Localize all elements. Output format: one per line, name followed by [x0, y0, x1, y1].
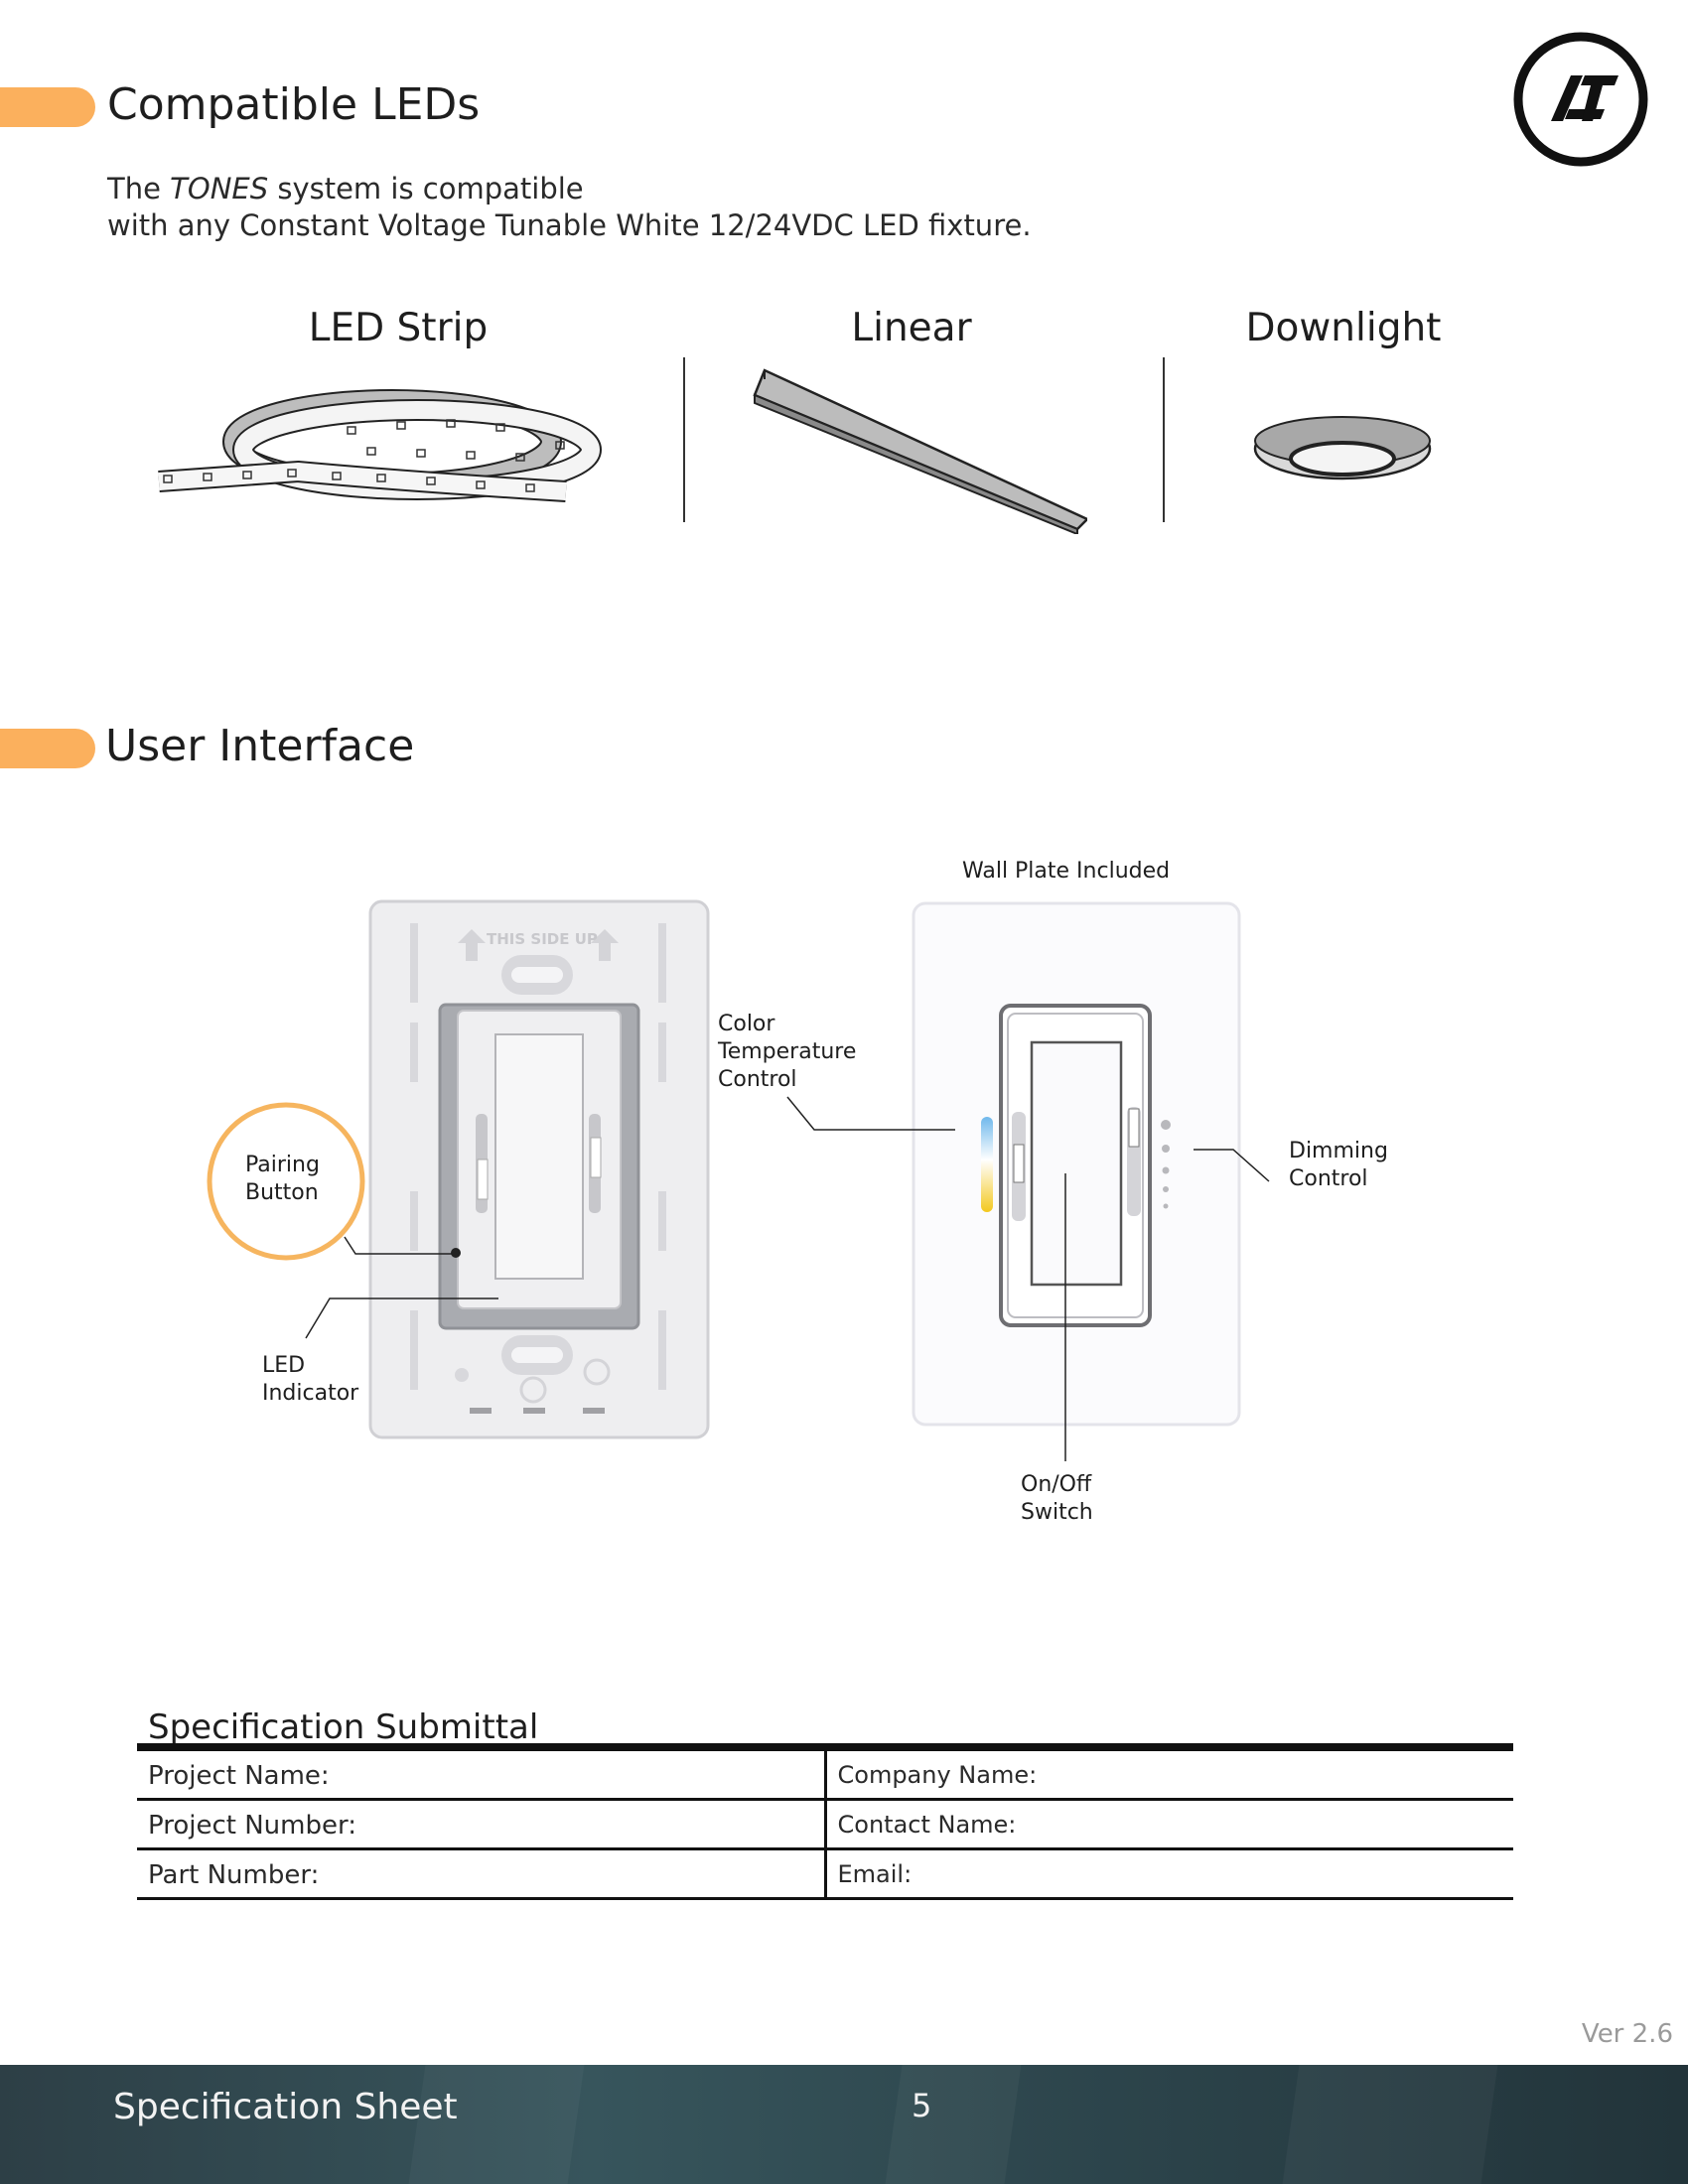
table-row: Part Number: Email:: [137, 1850, 1513, 1900]
footer-stripe: [1282, 2065, 1498, 2184]
callout-on-off-switch: On/Off Switch: [1021, 1471, 1093, 1527]
page-number: 5: [912, 2087, 932, 2124]
fixture-label-downlight: Downlight: [1245, 306, 1442, 350]
intro-text: The TONES system is compatible with any …: [107, 171, 1032, 244]
brand-logo: [1513, 32, 1648, 167]
callout-line: Dimming: [1289, 1139, 1388, 1163]
version-label: Ver 2.6: [1581, 2019, 1673, 2049]
wall-plate-label: Wall Plate Included: [962, 859, 1171, 884]
spec-cell-part-number: Part Number:: [137, 1850, 827, 1897]
table-row: Project Number: Contact Name:: [137, 1801, 1513, 1850]
callout-led-indicator: LED Indicator: [262, 1352, 358, 1408]
callout-color-temperature: Color Temperature Control: [718, 1011, 856, 1094]
callout-lines: [207, 1096, 1270, 1461]
intro-italic: TONES: [170, 172, 269, 205]
spec-title: Specification Submittal: [148, 1707, 539, 1747]
section-accent-bar: [0, 87, 95, 127]
intro-part1: The: [107, 172, 171, 205]
downlight-icon: [1253, 416, 1432, 480]
page-footer: Specification Sheet 5: [0, 2065, 1688, 2184]
callout-line: Button: [245, 1180, 319, 1205]
device-back-view: [368, 899, 710, 1439]
table-row: Project Name: Company Name:: [137, 1751, 1513, 1801]
spec-top-rule: [137, 1743, 1513, 1751]
footer-title: Specification Sheet: [113, 2087, 458, 2127]
linear-fixture-icon: [753, 368, 1087, 534]
section-title-user-interface: User Interface: [105, 721, 415, 771]
fixture-label-led-strip: LED Strip: [308, 306, 489, 350]
spec-cell-email: Email:: [837, 1860, 913, 1888]
section-title-compatible: Compatible LEDs: [107, 79, 481, 130]
device-orientation-label: THIS SIDE UP: [487, 930, 598, 948]
fixture-divider: [1163, 357, 1165, 522]
callout-line: Control: [718, 1067, 797, 1092]
spec-cell-project-name: Project Name:: [137, 1751, 827, 1798]
callout-line: On/Off: [1021, 1472, 1092, 1497]
spec-cell-company-name: Company Name:: [837, 1761, 1038, 1789]
spec-table: Project Name: Company Name: Project Numb…: [137, 1743, 1513, 1900]
intro-line2: with any Constant Voltage Tunable White …: [107, 208, 1032, 242]
intro-part2: system is compatible: [268, 172, 584, 205]
device-front-view: [912, 901, 1241, 1427]
spec-cell-contact-name: Contact Name:: [837, 1811, 1017, 1839]
callout-dimming: Dimming Control: [1289, 1138, 1388, 1193]
callout-line: Temperature: [718, 1039, 857, 1064]
fixture-label-linear: Linear: [851, 306, 972, 350]
callout-line: Pairing: [245, 1153, 320, 1177]
callout-line: Color: [718, 1012, 775, 1036]
callout-line: Control: [1289, 1166, 1368, 1191]
section-accent-bar: [0, 729, 95, 768]
callout-pairing-button: Pairing Button: [245, 1152, 320, 1207]
callout-line: LED: [262, 1353, 306, 1378]
led-strip-icon: [158, 389, 602, 502]
callout-line: Switch: [1021, 1500, 1093, 1525]
footer-stripe: [885, 2065, 1022, 2184]
fixture-divider: [683, 357, 685, 522]
callout-line: Indicator: [262, 1381, 359, 1406]
spec-cell-project-number: Project Number:: [137, 1801, 827, 1847]
